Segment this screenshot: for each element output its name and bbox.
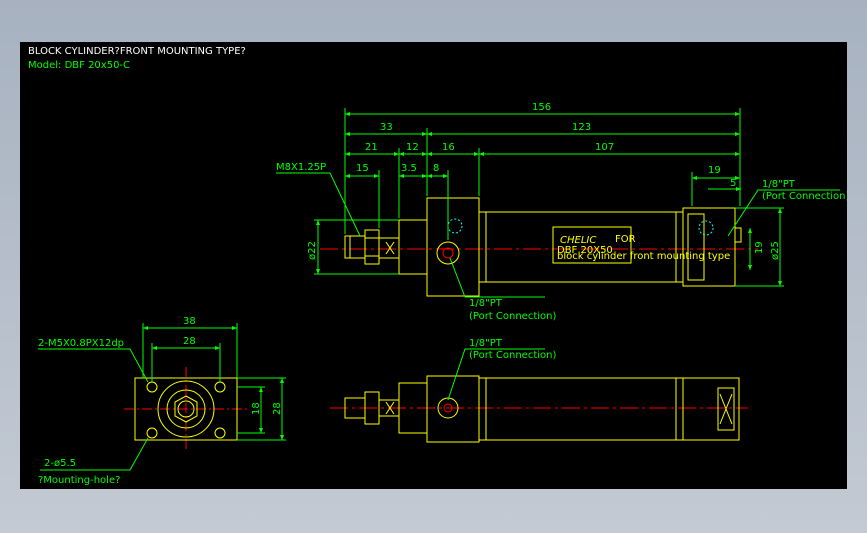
dim-15: 15 bbox=[356, 163, 369, 174]
brand-label: CHELIC bbox=[560, 235, 596, 246]
tap-hole bbox=[146, 381, 158, 393]
port-label-mid: 1/8"PT bbox=[469, 298, 503, 309]
cylinder-lower-view bbox=[330, 375, 748, 443]
dim-21: 21 bbox=[365, 142, 378, 153]
dim-12: 12 bbox=[406, 142, 419, 153]
port-fitting bbox=[436, 241, 460, 265]
cylinder-side-view: CHELIC FOR DBF 20X50 block cylinder fron… bbox=[320, 197, 758, 297]
dim-33: 33 bbox=[380, 122, 393, 133]
mounting-block bbox=[426, 197, 480, 297]
svg-text:FOR: FOR bbox=[615, 234, 636, 245]
dim-5: 5 bbox=[730, 178, 736, 189]
svg-text:(Port Connection): (Port Connection) bbox=[762, 191, 847, 202]
leader-lower-port bbox=[447, 348, 545, 401]
dimensions-flange: 38 28 18 28 bbox=[142, 316, 286, 441]
cad-viewport[interactable]: BLOCK CYLINDER?FRONT MOUNTING TYPE? Mode… bbox=[20, 42, 847, 489]
drawing-title: BLOCK CYLINDER?FRONT MOUNTING TYPE? bbox=[28, 46, 246, 57]
piston-rod bbox=[378, 237, 400, 259]
svg-text:DBF 20X50: DBF 20X50 bbox=[557, 245, 613, 256]
hole-label: 2-ø5.5 bbox=[44, 458, 76, 469]
flange-block bbox=[134, 377, 238, 441]
dim-28: 28 bbox=[183, 336, 196, 347]
dim-123: 123 bbox=[572, 122, 591, 133]
rod-nut bbox=[364, 229, 380, 265]
dim-16: 16 bbox=[442, 142, 455, 153]
port-label-low: 1/8"PT bbox=[469, 338, 503, 349]
svg-text:(Port Connection): (Port Connection) bbox=[469, 350, 556, 361]
svg-text:(Port Connection): (Port Connection) bbox=[469, 311, 556, 322]
rear-hidden-port bbox=[698, 220, 714, 236]
tap-label: 2-M5X0.8PX12dp bbox=[38, 338, 124, 349]
svg-text:?Mounting-hole?: ?Mounting-hole? bbox=[38, 475, 120, 486]
dim-dia-25: ø25 bbox=[770, 241, 781, 260]
dim-3-5: 3.5 bbox=[401, 163, 417, 174]
dim-28-vertical: 28 bbox=[272, 402, 283, 415]
dim-8: 8 bbox=[433, 163, 439, 174]
port-label-top: 1/8"PT bbox=[762, 179, 796, 190]
leaders-flange bbox=[38, 348, 149, 471]
dim-19: 19 bbox=[708, 165, 721, 176]
dim-18: 18 bbox=[251, 402, 262, 415]
rod-thread bbox=[344, 235, 366, 259]
dim-38: 38 bbox=[183, 316, 196, 327]
dimensions-top: 156 33 123 21 12 16 107 15 3.5 8 19 5 bbox=[307, 102, 784, 287]
end-cap bbox=[682, 207, 736, 287]
front-boss bbox=[398, 219, 428, 275]
dim-19-vertical: 19 bbox=[754, 241, 765, 254]
leaders-top bbox=[276, 172, 840, 298]
dim-dia-22: ø22 bbox=[307, 241, 318, 260]
svg-text:block cylinder front mounting: block cylinder front mounting type bbox=[557, 251, 730, 262]
hidden-port bbox=[447, 218, 463, 234]
thread-label: M8X1.25P bbox=[276, 162, 326, 173]
model-label: Model: DBF 20x50-C bbox=[28, 60, 130, 71]
dim-107: 107 bbox=[595, 142, 614, 153]
nameplate bbox=[552, 226, 632, 264]
mounting-hole bbox=[146, 427, 158, 439]
dim-156: 156 bbox=[532, 102, 551, 113]
flange-front-view bbox=[124, 367, 250, 452]
drawing-canvas: BLOCK CYLINDER?FRONT MOUNTING TYPE? Mode… bbox=[28, 46, 847, 486]
hex-nut bbox=[174, 395, 198, 423]
